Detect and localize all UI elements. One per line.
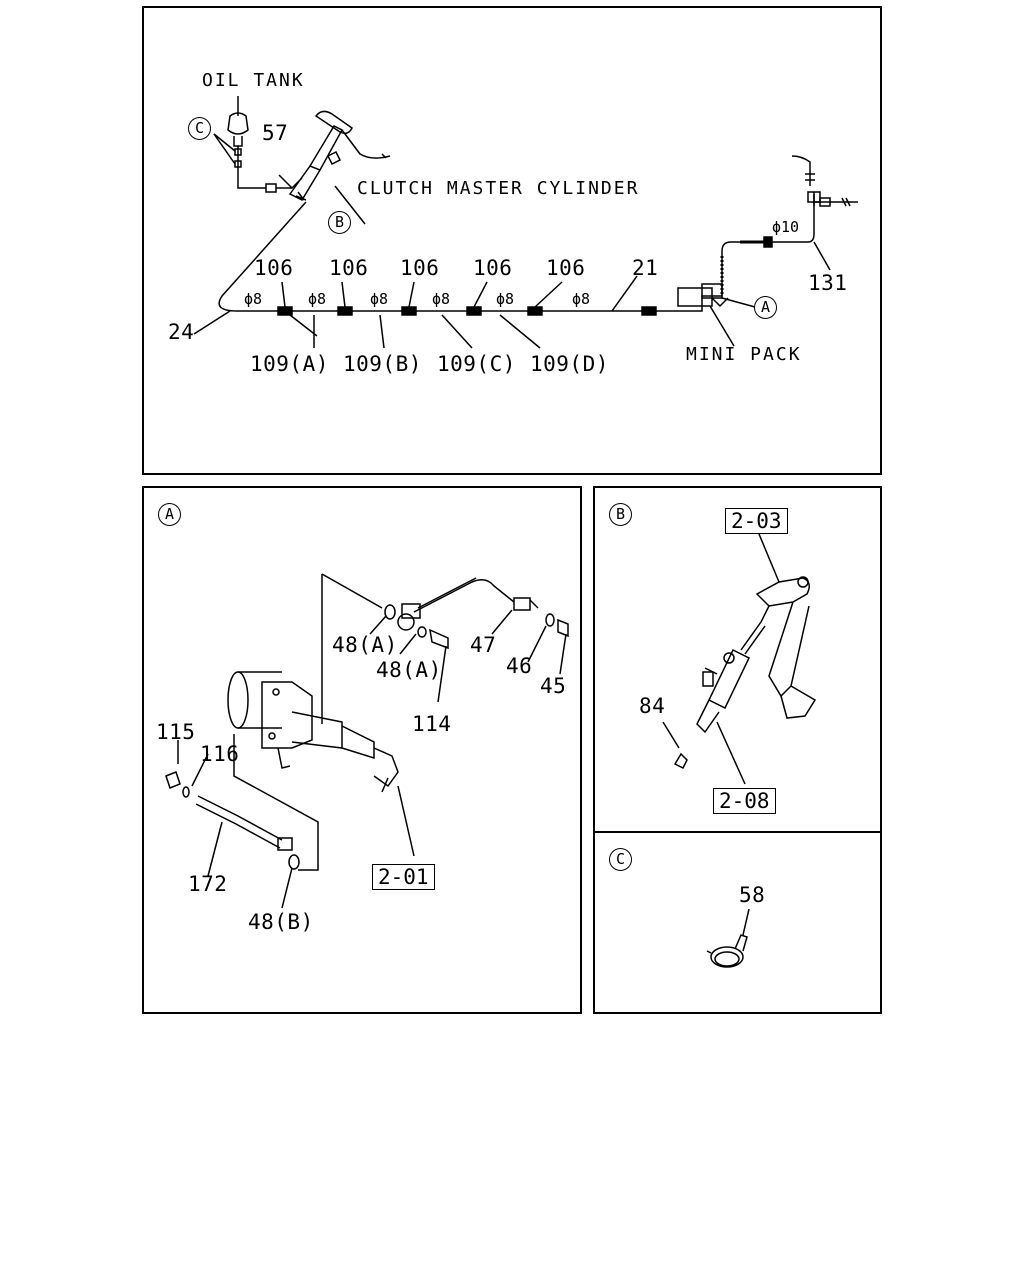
detail-b-panel: B 2-03 84 2-08 [593, 486, 882, 833]
diameter-label-6: ϕ8 [572, 290, 591, 308]
detail-a-marker: A [158, 503, 181, 526]
mini-pack-drawing [656, 283, 729, 312]
detail-b-drawing [662, 533, 817, 785]
part-label-116: 116 [200, 742, 240, 766]
detail-b-marker: B [609, 503, 632, 526]
diameter-label-5: ϕ8 [496, 290, 515, 308]
part-label-21: 21 [632, 256, 659, 280]
part-label-58: 58 [739, 883, 766, 907]
part-label-106-5: 106 [546, 256, 586, 280]
detail-a-drawing [165, 573, 569, 909]
ref-box-2-01: 2-01 [372, 864, 435, 890]
pipe-47 [413, 579, 515, 613]
part-label-115: 115 [156, 720, 196, 744]
diameter-label-10: ϕ10 [772, 218, 800, 236]
detail-c-drawing [706, 908, 750, 968]
oil-tank-label: OIL TANK [202, 70, 305, 91]
part-label-84: 84 [639, 694, 666, 718]
part-label-106-4: 106 [473, 256, 513, 280]
part-label-24: 24 [168, 320, 195, 344]
part-label-109d: 109(D) [530, 352, 609, 376]
ref-box-2-08: 2-08 [713, 788, 776, 814]
part-label-48a-1: 48(A) [332, 633, 398, 657]
part-label-106-2: 106 [329, 256, 369, 280]
detail-c-panel: C 58 [593, 831, 882, 1014]
part-label-46: 46 [506, 654, 533, 678]
hose-clip-drawing [706, 934, 748, 968]
detail-a-panel: A 48(A) 48(A) 47 46 45 114 115 116 172 4… [142, 486, 582, 1014]
diameter-label-3: ϕ8 [370, 290, 389, 308]
part-label-45: 45 [540, 674, 567, 698]
part-label-47: 47 [470, 633, 497, 657]
clutch-master-cylinder-label: CLUTCH MASTER CYLINDER [357, 178, 640, 199]
part-label-106-1: 106 [254, 256, 294, 280]
part-label-48b: 48(B) [248, 910, 314, 934]
ref-box-2-03: 2-03 [725, 508, 788, 534]
clutch-pedal-drawing [696, 576, 817, 734]
part-label-106-3: 106 [400, 256, 440, 280]
part-label-57: 57 [262, 121, 289, 145]
part-label-48a-2: 48(A) [376, 658, 442, 682]
mini-pack-label: MINI PACK [686, 344, 802, 365]
detail-c-marker: C [609, 848, 632, 871]
part-label-109c: 109(C) [437, 352, 516, 376]
part-label-109b: 109(B) [343, 352, 422, 376]
ref-marker-a: A [754, 296, 777, 319]
clutch-booster-drawing [227, 671, 399, 793]
part-label-172: 172 [188, 872, 228, 896]
part-label-109a: 109(A) [250, 352, 329, 376]
diameter-label-1: ϕ8 [244, 290, 263, 308]
pipe-layout-panel: OIL TANK C 57 CLUTCH MASTER CYLINDER B 2… [142, 6, 882, 475]
part-label-114: 114 [412, 712, 452, 736]
pipe-24 [218, 201, 307, 312]
pipe-layout-drawing [193, 96, 858, 349]
diameter-label-2: ϕ8 [308, 290, 327, 308]
pipe-172 [195, 795, 283, 849]
clutch-master-cylinder-drawing [276, 110, 391, 201]
ref-marker-c: C [188, 117, 211, 140]
diameter-label-4: ϕ8 [432, 290, 451, 308]
part-label-131: 131 [808, 271, 848, 295]
ref-marker-b: B [328, 211, 351, 234]
